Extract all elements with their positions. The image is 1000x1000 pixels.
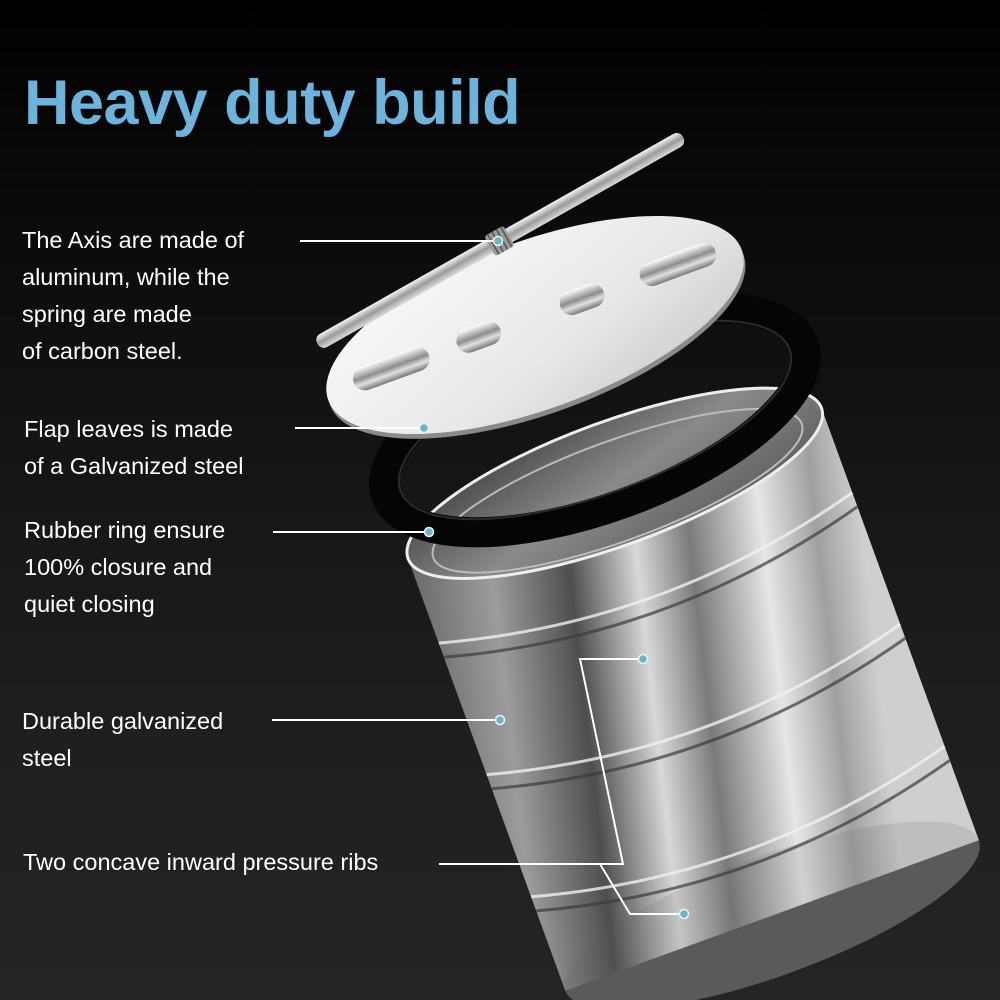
callout-line: quiet closing [24, 591, 155, 617]
callout-line: Durable galvanized [22, 708, 224, 734]
dot-marker-icon [494, 714, 506, 726]
flap-plate [326, 215, 746, 439]
callout-line: of carbon steel. [22, 338, 183, 364]
callout-line: The Axis are made of [22, 227, 245, 253]
callout-axis-spring: The Axis are made of aluminum, while the… [22, 222, 244, 370]
leader-rib-top [439, 658, 643, 865]
callout-pressure-ribs: Two concave inward pressure ribs [23, 844, 378, 881]
callout-line: Flap leaves is made [24, 416, 233, 442]
callout-line: steel [22, 745, 72, 771]
callout-line: spring are made [22, 301, 192, 327]
duct-body [405, 386, 980, 1000]
callout-galvanized-body: Durable galvanized steel [22, 703, 223, 777]
dot-marker-icon [418, 422, 430, 434]
callout-flap-leaves: Flap leaves is made of a Galvanized stee… [24, 411, 243, 485]
dot-marker-icon [492, 235, 504, 247]
dot-marker-icon [678, 908, 690, 920]
callout-rubber-ring: Rubber ring ensure 100% closure and quie… [24, 512, 225, 623]
callout-line: Rubber ring ensure [24, 517, 226, 543]
leader-lines [272, 240, 684, 915]
callout-line: Two concave inward pressure ribs [23, 849, 379, 875]
dot-marker-icon [423, 526, 435, 538]
leader-rib-bottom [599, 863, 684, 915]
dot-marker-icon [637, 653, 649, 665]
callout-dots [418, 235, 690, 920]
callout-line: aluminum, while the [22, 264, 230, 290]
callout-line: 100% closure and [24, 554, 213, 580]
callout-line: of a Galvanized steel [24, 453, 244, 479]
page-title: Heavy duty build [24, 68, 521, 138]
